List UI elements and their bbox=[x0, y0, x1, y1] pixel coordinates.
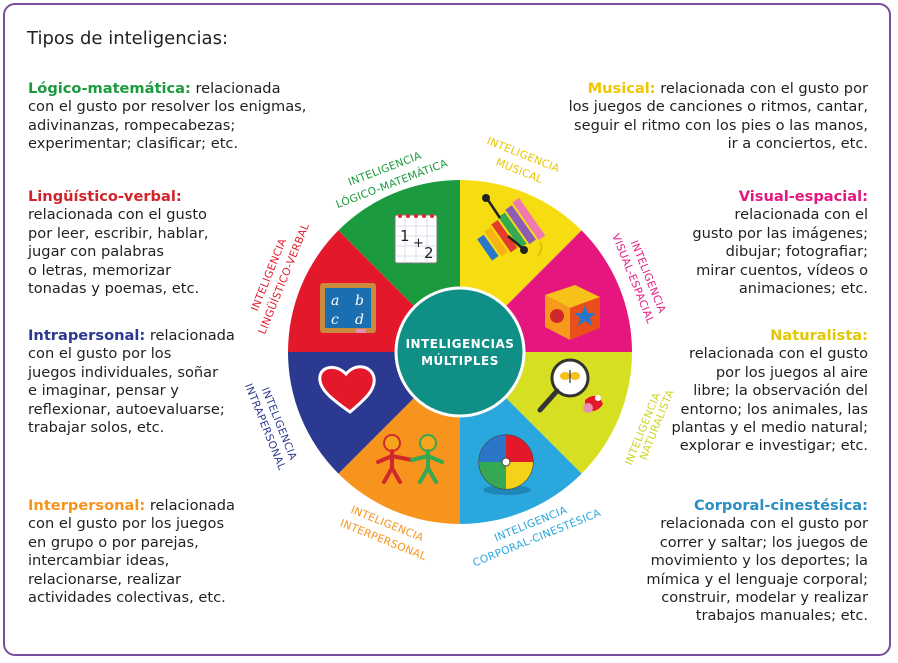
description-line: los juegos de canciones o ritmos, cantar… bbox=[568, 98, 868, 116]
xylophone-icon bbox=[477, 194, 546, 261]
description-line: explorar e investigar; etc. bbox=[679, 437, 868, 455]
chalk-letter: b bbox=[355, 293, 364, 309]
magnifier-butterfly-icon bbox=[537, 358, 603, 413]
description-line: por los juegos al aire bbox=[715, 363, 868, 381]
description-linguistico-verbal: Lingüístico-verbal: relacionada con el g… bbox=[28, 188, 268, 298]
description-line: correr y saltar; los juegos de bbox=[659, 533, 868, 551]
description-line: relacionada bbox=[149, 497, 235, 514]
math-digit: 2 bbox=[424, 244, 434, 262]
description-line: tonadas y poemas, etc. bbox=[28, 280, 200, 298]
description-interpersonal: Interpersonal: relacionada con el gusto … bbox=[28, 497, 288, 607]
description-line: relacionada bbox=[149, 327, 235, 344]
description-heading: Corporal-cinestésica: bbox=[693, 497, 868, 514]
description-line: mímica y el lenguaje corporal; bbox=[646, 570, 868, 588]
description-line: intercambiar ideas, bbox=[28, 552, 170, 570]
description-line: relacionada bbox=[195, 80, 281, 97]
center-title-line1: INTELIGENCIAS bbox=[406, 337, 515, 351]
description-logico-matematica: Lógico-matemática: relacionada con el gu… bbox=[28, 80, 318, 154]
description-line: animaciones; etc. bbox=[738, 280, 868, 298]
description-line: ir a conciertos, etc. bbox=[727, 135, 868, 153]
description-line: libre; la observación del bbox=[693, 382, 868, 400]
description-line: gusto por las imágenes; bbox=[692, 224, 868, 242]
math-card-icon: 1 + 2 bbox=[394, 214, 438, 264]
description-heading: Intrapersonal: bbox=[28, 327, 146, 344]
description-heading: Lógico-matemática: bbox=[28, 80, 191, 97]
description-heading: Visual-espacial: bbox=[738, 188, 868, 205]
description-heading: Musical: bbox=[587, 80, 656, 97]
description-heading: Interpersonal: bbox=[28, 497, 146, 514]
description-line: dibujar; fotografiar; bbox=[725, 243, 868, 261]
description-corporal-cinestesica: Corporal-cinestésica: relacionada con el… bbox=[588, 497, 868, 626]
description-line: construir, modelar y realizar bbox=[661, 589, 868, 607]
description-line: jugar con palabras bbox=[28, 243, 165, 261]
description-line: en grupo o por parejas, bbox=[28, 533, 199, 551]
description-intrapersonal: Intrapersonal: relacionada con el gusto … bbox=[28, 327, 288, 437]
description-line: juegos individuales, soñar bbox=[28, 363, 219, 381]
center-title-line2: MÚLTIPLES bbox=[421, 353, 499, 368]
description-line: o letras, memorizar bbox=[28, 261, 172, 279]
math-digit: 1 bbox=[400, 227, 410, 245]
description-musical: Musical: relacionada con el gusto por lo… bbox=[528, 80, 868, 154]
description-line: con el gusto por los bbox=[28, 345, 172, 363]
chalk-letter: a bbox=[331, 293, 339, 309]
math-operator: + bbox=[413, 236, 424, 251]
chalk-letter: d bbox=[355, 312, 364, 328]
description-line: movimiento y los deportes; la bbox=[650, 552, 868, 570]
description-line: relacionarse, realizar bbox=[28, 570, 182, 588]
description-visual-espacial: Visual-espacial: relacionada con el gust… bbox=[628, 188, 868, 298]
center-circle bbox=[394, 286, 526, 418]
page-title: Tipos de inteligencias: bbox=[27, 28, 229, 49]
description-line: con el gusto por resolver los enigmas, bbox=[28, 98, 307, 116]
description-naturalista: Naturalista: relacionada con el gusto po… bbox=[608, 327, 868, 456]
description-line: experimentar; clasificar; etc. bbox=[28, 135, 239, 153]
description-line: mirar cuentos, vídeos o bbox=[696, 261, 868, 279]
chalkboard-icon: a b c d bbox=[320, 283, 376, 333]
description-line: relacionada con el gusto por bbox=[660, 80, 868, 97]
description-line: por leer, escribir, hablar, bbox=[28, 224, 209, 242]
description-line: entorno; los animales, las bbox=[680, 400, 868, 418]
description-line: e imaginar, pensar y bbox=[28, 382, 179, 400]
description-line: relacionada con el gusto bbox=[28, 206, 207, 224]
page-frame bbox=[3, 3, 891, 656]
description-line: actividades colectivas, etc. bbox=[28, 589, 226, 607]
description-heading: Naturalista: bbox=[770, 327, 868, 344]
description-line: con el gusto por los juegos bbox=[28, 515, 225, 533]
toy-cube-icon bbox=[545, 285, 600, 340]
description-line: trabajos manuales; etc. bbox=[695, 607, 868, 625]
description-line: plantas y el medio natural; bbox=[671, 419, 868, 437]
description-line: relacionada con el bbox=[734, 206, 868, 224]
heart-icon bbox=[318, 365, 376, 414]
description-line: relacionada con el gusto bbox=[689, 345, 868, 363]
description-line: adivinanzas, rompecabezas; bbox=[28, 116, 236, 134]
description-line: seguir el ritmo con los pies o las manos… bbox=[573, 116, 868, 134]
chalk-letter: c bbox=[331, 312, 339, 328]
description-line: trabajar solos, etc. bbox=[28, 419, 165, 437]
children-holding-hands-icon bbox=[376, 434, 444, 484]
description-line: relacionada con el gusto por bbox=[660, 515, 868, 533]
description-line: reflexionar, autoevaluarse; bbox=[28, 400, 225, 418]
description-heading: Lingüístico-verbal: bbox=[28, 188, 182, 205]
beach-ball-icon bbox=[478, 434, 534, 495]
